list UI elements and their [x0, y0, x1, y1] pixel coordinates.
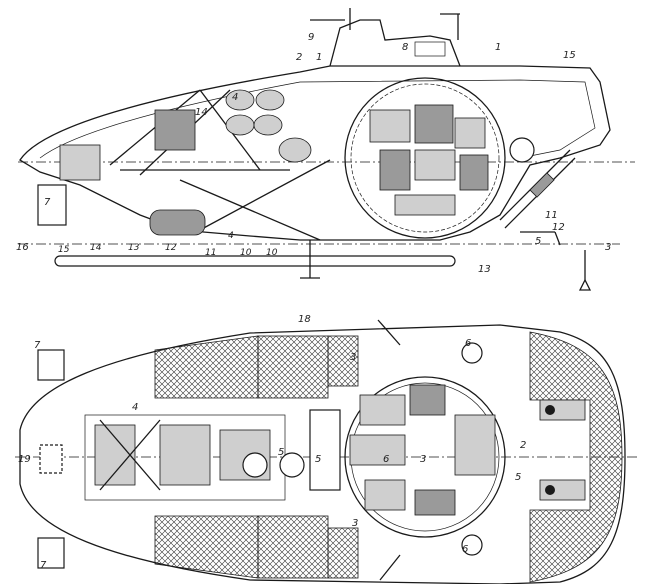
side-view-callouts: 1 2 1 4 9 8 14 15 7 16 15 14 13 12 11 10…	[16, 32, 611, 275]
side-manipulator-arm	[499, 149, 576, 246]
plan-callout: 5	[278, 447, 284, 458]
side-callout: 14	[90, 243, 102, 253]
side-callout: 3	[605, 242, 611, 253]
plan-thruster-top	[37, 349, 65, 381]
side-sphere-equipment	[369, 104, 535, 216]
side-callout: 1	[495, 42, 501, 53]
side-callout: 12	[165, 243, 177, 253]
side-sail-window	[414, 41, 446, 57]
side-callout: 9	[308, 32, 314, 43]
plan-callout: 7	[40, 560, 47, 571]
plan-ballast-bottom	[461, 534, 483, 556]
plan-callout: 3	[352, 518, 358, 529]
plan-ballast-top	[461, 342, 483, 364]
side-callout: 5	[535, 236, 541, 247]
side-pressure-sphere	[344, 77, 506, 239]
side-sail	[329, 19, 461, 67]
plan-callout: 7	[34, 340, 41, 351]
side-callout: 4	[228, 231, 234, 241]
plan-machinery	[84, 409, 341, 501]
side-callout: 1	[316, 52, 322, 63]
plan-callout: 3	[420, 454, 426, 465]
side-hook-tip	[578, 278, 592, 291]
plan-callout: 19	[18, 454, 31, 465]
plan-callout: 6	[465, 338, 471, 349]
side-pressure-sphere-inner	[350, 83, 500, 233]
side-callout: 2	[296, 52, 302, 63]
plan-callout: 3	[350, 352, 356, 363]
side-tanks	[59, 89, 312, 236]
plan-rear-equipment	[539, 399, 586, 501]
side-callout: 14	[195, 107, 208, 118]
plan-callout: 5	[315, 454, 321, 465]
plan-thruster-bottom	[37, 537, 65, 569]
plan-view-drawing	[15, 319, 640, 585]
plan-arm-top	[377, 319, 401, 346]
plan-hatched-panels	[154, 331, 623, 583]
plan-callout: 2	[520, 440, 526, 451]
side-callout: 10	[240, 248, 252, 258]
plan-arm-bottom	[379, 554, 401, 581]
plan-view-callouts: 18 7 7 19 4 3 3 6 6 5 2 3 6 5 5	[18, 314, 526, 571]
side-callout: 7	[44, 197, 51, 208]
side-callout: 11	[205, 248, 216, 258]
plan-callout: 18	[298, 314, 311, 325]
side-callout: 15	[563, 50, 576, 61]
plan-hull-outline	[19, 324, 626, 585]
plan-callout: 5	[515, 472, 521, 483]
side-callout: 11	[545, 210, 558, 221]
plan-pressure-sphere	[344, 376, 506, 538]
side-hull-outline	[19, 65, 611, 241]
side-callout: 8	[402, 42, 408, 53]
side-callout: 4	[232, 92, 238, 103]
side-view-drawing	[18, 8, 635, 291]
side-thruster	[37, 184, 67, 226]
side-callout: 13	[478, 264, 491, 275]
side-callout: 10	[266, 248, 278, 258]
plan-callout: 4	[132, 402, 138, 413]
side-skid	[54, 255, 456, 267]
side-frame-lattice	[109, 89, 331, 241]
side-callout: 15	[58, 245, 70, 255]
plan-callout: 6	[383, 454, 389, 465]
side-callout: 12	[552, 222, 565, 233]
plan-callout: 6	[462, 544, 468, 555]
plan-thruster-center	[39, 444, 63, 474]
side-callout: 13	[128, 243, 140, 253]
side-callout: 16	[16, 242, 29, 253]
plan-sphere-equipment	[349, 384, 496, 516]
